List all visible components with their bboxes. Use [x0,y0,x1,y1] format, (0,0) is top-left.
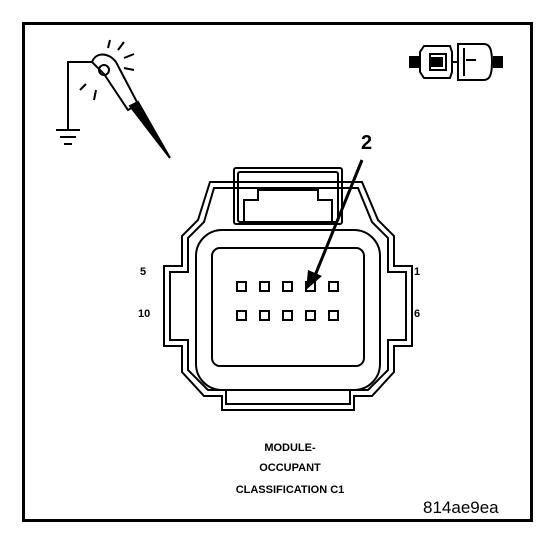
pin-cavity [328,281,339,292]
pin-cavity [328,310,339,321]
callout-arrow [306,159,364,290]
pin-cavity [259,281,270,292]
figure-code: 814ae9ea [423,498,499,517]
pin-label-10: 10 [138,308,151,320]
pin-cavity [236,281,247,292]
callout-label: 2 [361,132,373,154]
title-line-3: CLASSIFICATION C1 [235,484,345,496]
probe-ground-icon [56,39,171,159]
pin-cavity [259,310,270,321]
pin-cavity [282,281,293,292]
pin-cavity [282,310,293,321]
pin-cavities [236,281,339,321]
title-line-1: MODULE- [264,442,316,454]
pin-label-5: 5 [140,266,147,278]
diagram-frame [22,22,533,522]
connector-icon [409,43,503,81]
pin-cavity [305,310,316,321]
pin-label-6: 6 [414,308,421,320]
pin-label-1: 1 [414,266,421,278]
pin-cavity [236,310,247,321]
title-line-2: OCCUPANT [259,462,321,474]
connector-body [163,167,413,411]
